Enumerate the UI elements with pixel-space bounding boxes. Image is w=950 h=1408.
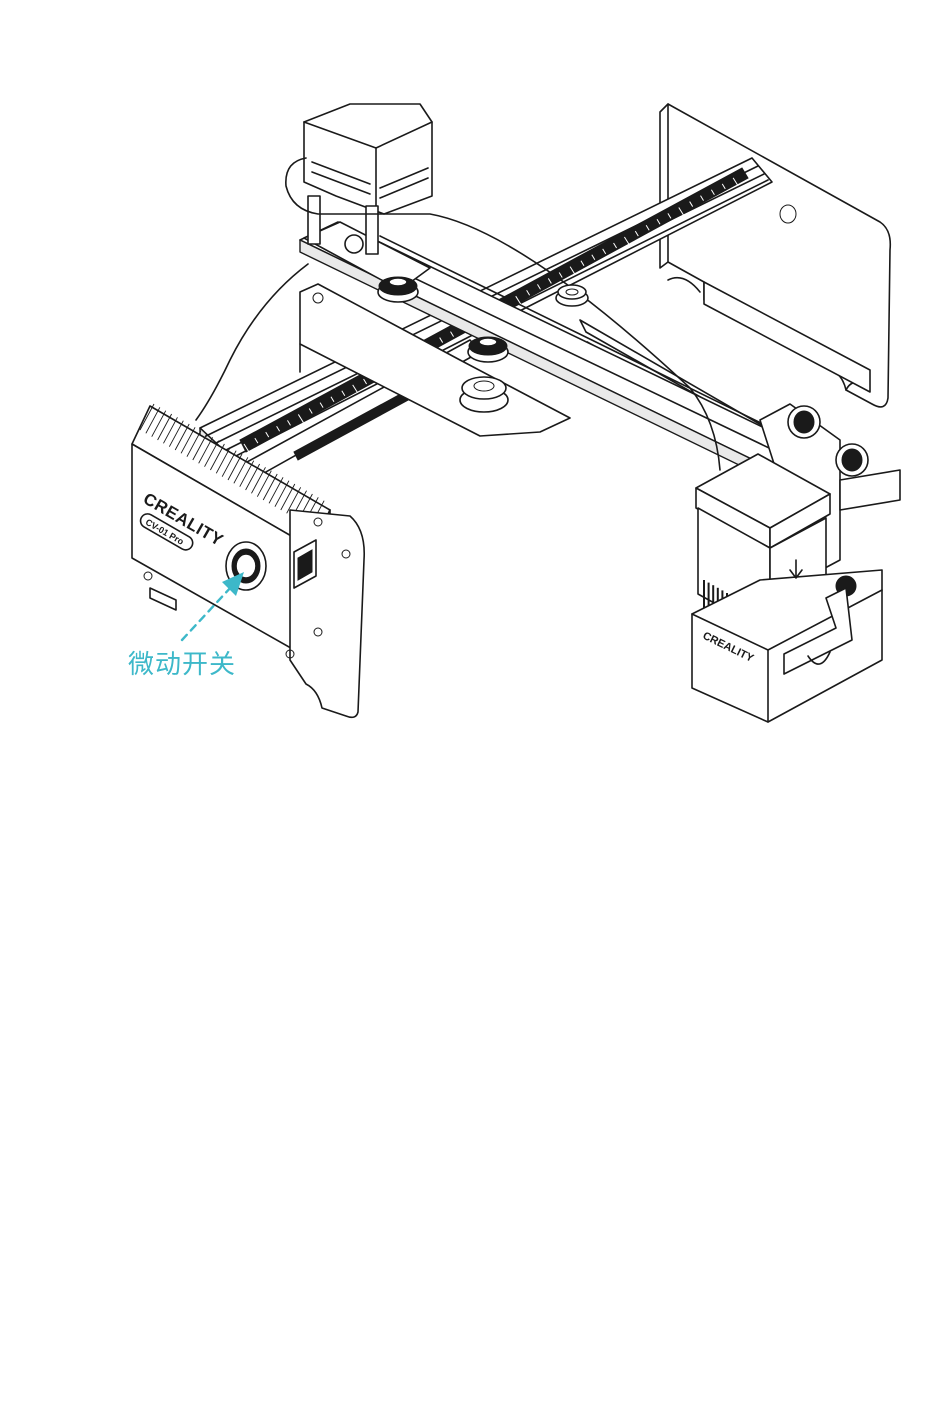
laser-engraver-illustration: CREALITY CV-01 Pro [0,0,950,760]
gantry-wheel-2 [556,285,588,306]
gantry-wheel-1 [378,277,418,302]
gantry-wheel-3 [468,337,508,362]
right-frame-plate [660,104,890,407]
micro-switch-label: 微动开关 [128,648,236,682]
gantry-pulley [460,377,508,412]
